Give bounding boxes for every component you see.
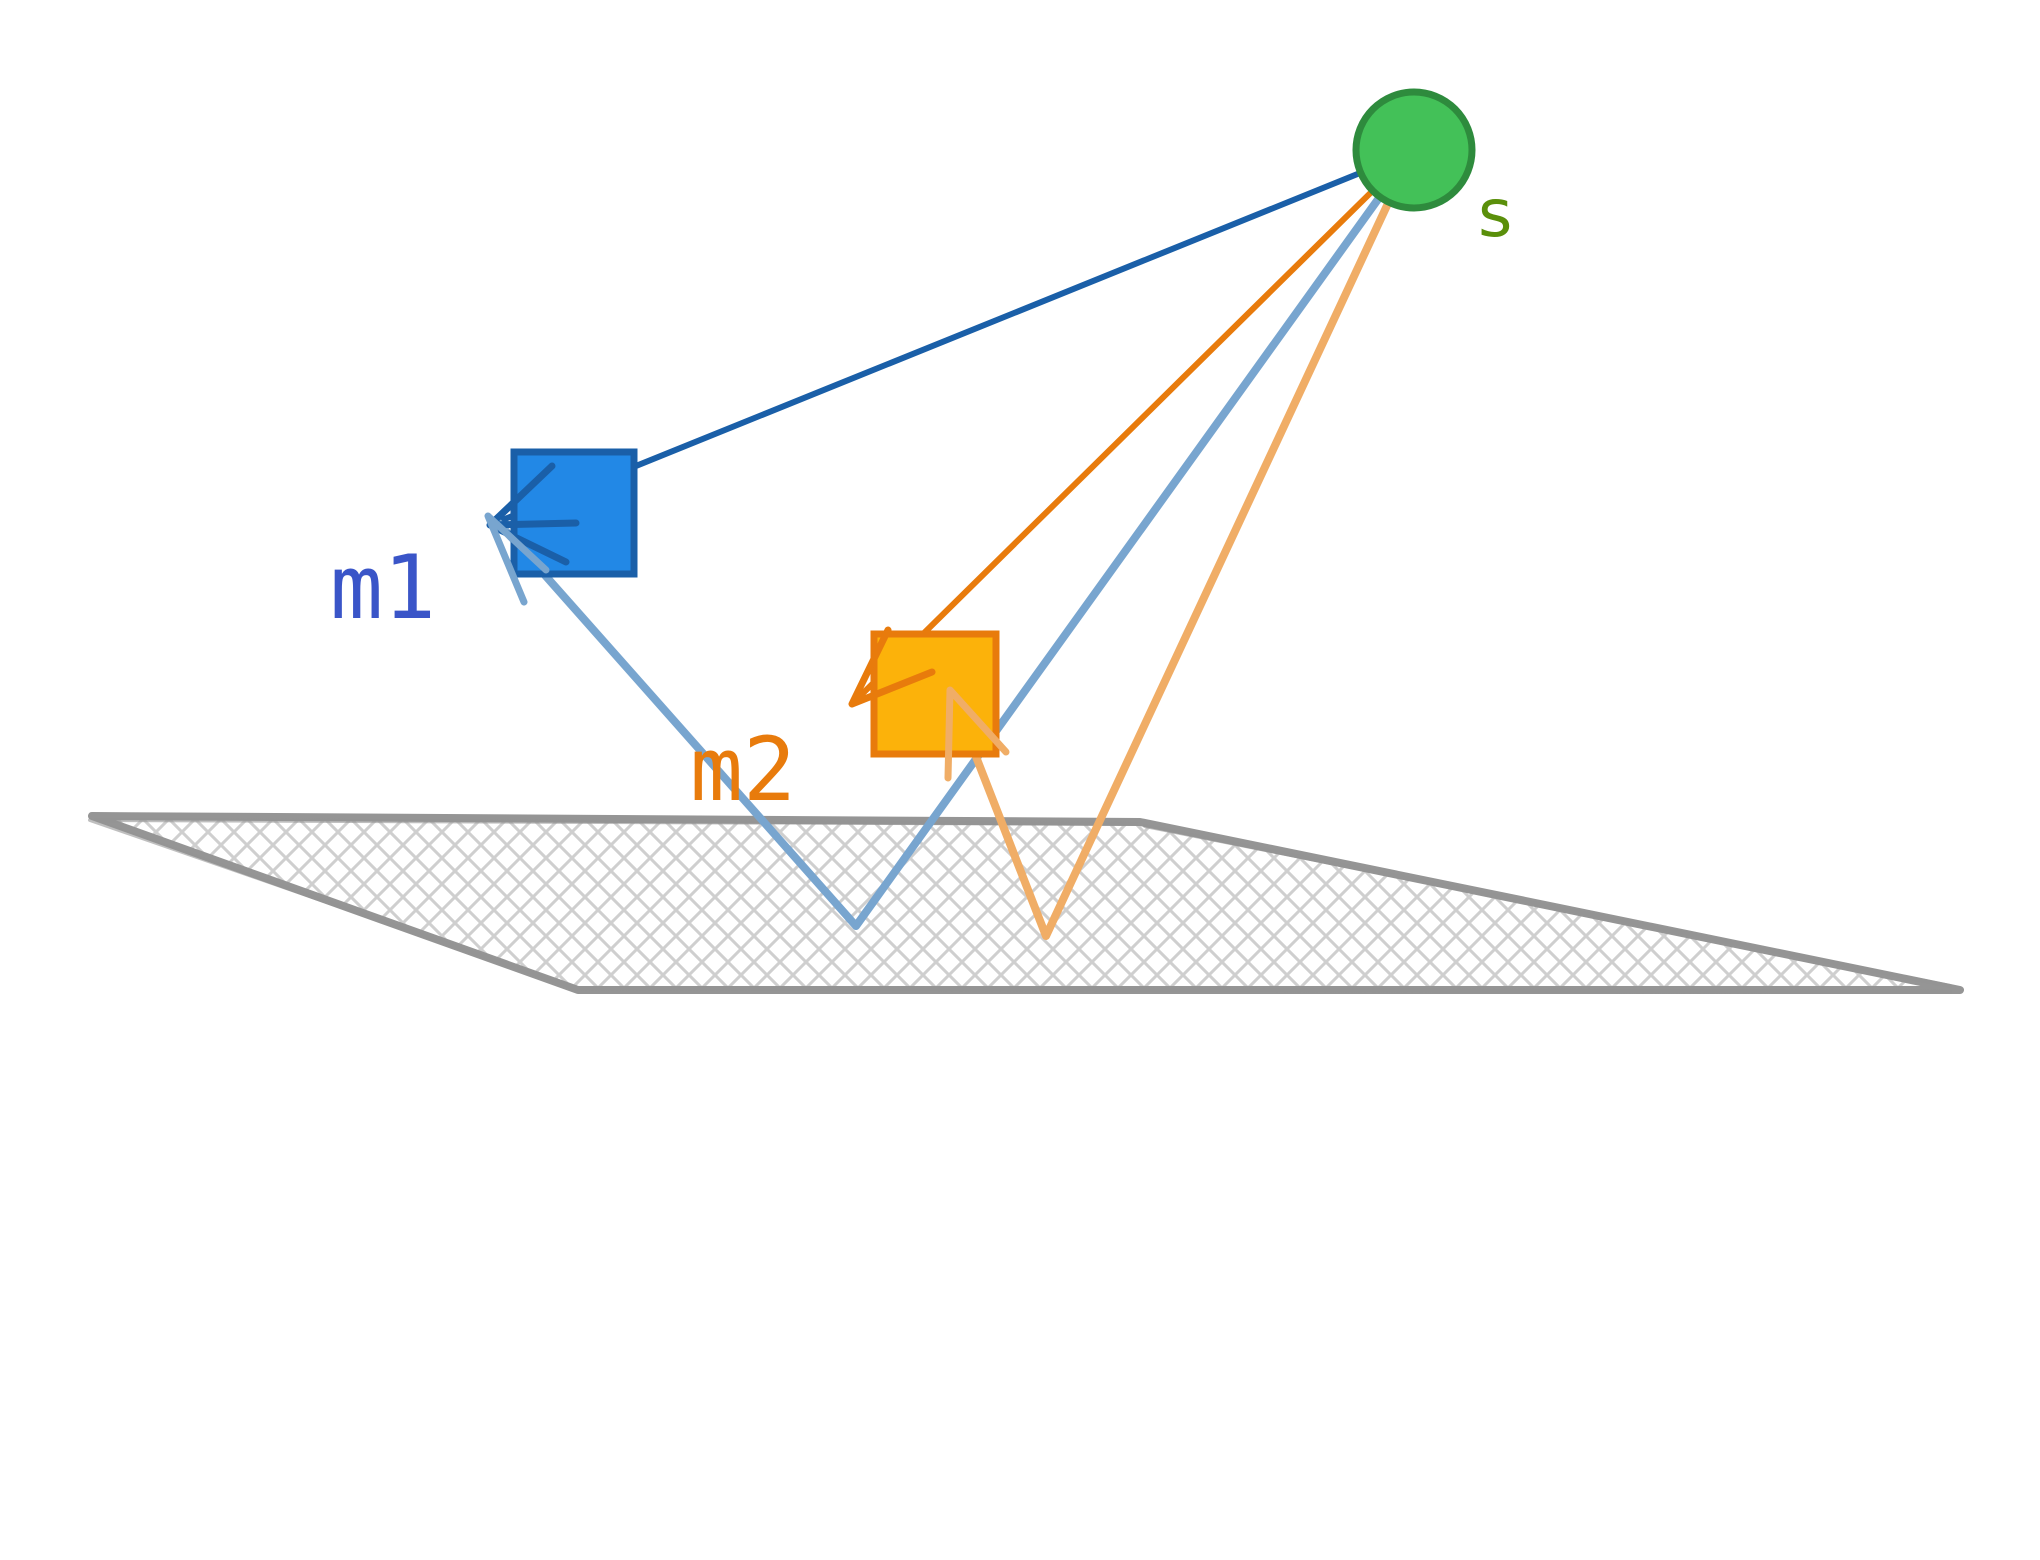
m1-label: m1 — [330, 536, 436, 639]
green-circle-icon — [1352, 88, 1476, 212]
m2-reflected-arrowhead — [944, 686, 1010, 782]
ground-hatch-fill — [92, 816, 1960, 990]
m1-reflected-arrowhead — [484, 512, 550, 606]
ground-plane — [88, 812, 1964, 994]
m1-node: m1 — [330, 448, 638, 639]
ray-m1-direct — [487, 149, 1415, 528]
m2-direct-arrowhead — [848, 626, 936, 708]
source-label: s — [1478, 175, 1512, 252]
source-node: s — [1352, 88, 1512, 252]
ray-m2-reflected — [946, 148, 1416, 940]
rays — [487, 148, 1416, 940]
orange-square-icon — [870, 630, 1000, 758]
blue-square-icon — [510, 448, 638, 578]
m2-node: m2 — [690, 626, 1010, 821]
m2-label: m2 — [690, 718, 796, 821]
ray-m2-direct — [849, 149, 1415, 707]
ray-m1-reflected — [492, 148, 1416, 930]
ground-plane-edge-rough — [88, 818, 1952, 994]
